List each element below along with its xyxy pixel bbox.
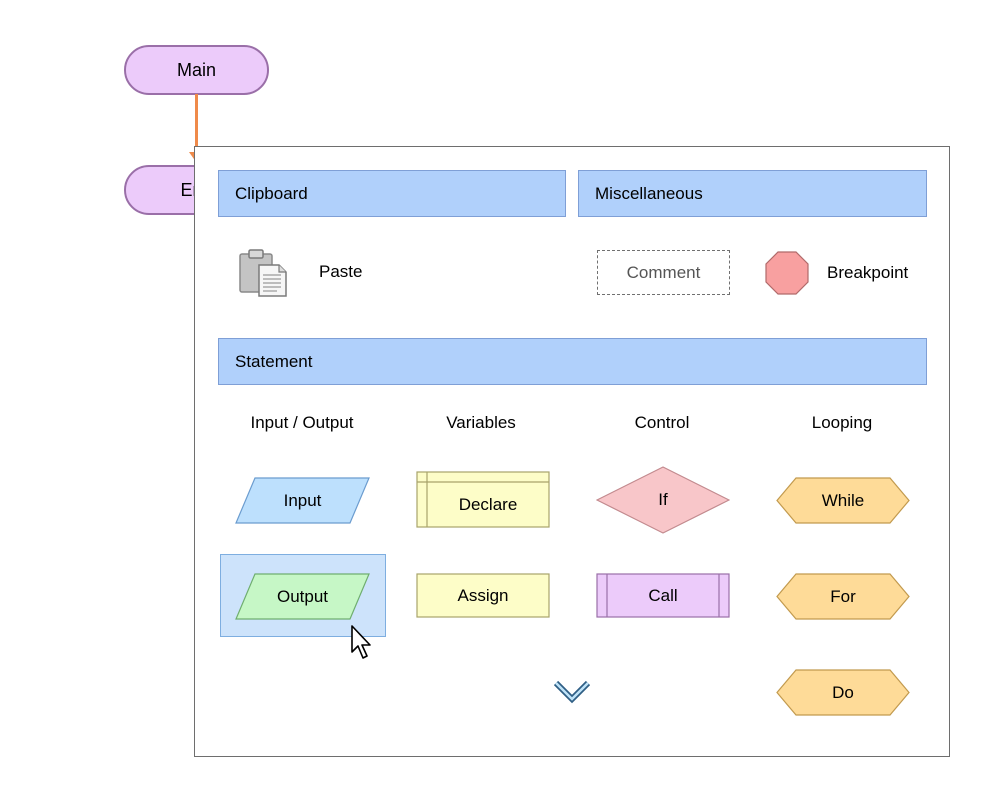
comment-item[interactable]: Comment	[597, 250, 730, 295]
declare-shape	[416, 471, 550, 528]
column-heading-control: Control	[634, 413, 690, 432]
paste-item[interactable]: Paste	[235, 245, 375, 301]
column-heading-looping: Looping	[811, 413, 873, 432]
clipboard-paste-icon	[239, 249, 287, 297]
if-item[interactable]: If	[596, 466, 730, 534]
input-parallelogram	[235, 477, 370, 524]
while-label: While	[821, 490, 865, 510]
while-hexagon	[776, 477, 910, 524]
statement-header-label: Statement	[235, 351, 313, 371]
for-label: For	[830, 586, 856, 606]
for-item[interactable]: For	[776, 573, 910, 620]
if-diamond	[596, 466, 730, 534]
assign-label: Assign	[457, 585, 509, 605]
main-terminal[interactable]: Main	[124, 45, 269, 95]
while-item[interactable]: While	[776, 477, 910, 524]
add-shape-popup: Clipboard Miscellaneous Paste Comment	[194, 146, 950, 757]
for-hexagon	[776, 573, 910, 620]
octagon-breakpoint-icon	[765, 251, 809, 295]
output-parallelogram	[235, 573, 370, 620]
do-label: Do	[832, 682, 854, 702]
declare-label: Declare	[458, 494, 518, 514]
miscellaneous-header: Miscellaneous	[578, 170, 927, 217]
call-label: Call	[648, 585, 678, 605]
do-item[interactable]: Do	[776, 669, 910, 716]
mouse-pointer-icon	[351, 625, 371, 659]
statement-header: Statement	[218, 338, 927, 385]
input-item[interactable]: Input	[235, 477, 370, 524]
chevron-down-icon[interactable]	[554, 680, 590, 704]
breakpoint-item[interactable]: Breakpoint	[765, 249, 925, 297]
column-heading-variables: Variables	[446, 413, 516, 432]
declare-item[interactable]: Declare	[416, 471, 550, 528]
breakpoint-label: Breakpoint	[827, 263, 909, 282]
output-item[interactable]: Output	[235, 573, 370, 620]
call-shape	[596, 573, 730, 618]
clipboard-header-label: Clipboard	[235, 183, 308, 203]
output-label: Output	[276, 586, 329, 606]
input-label: Input	[283, 490, 322, 510]
clipboard-header: Clipboard	[218, 170, 566, 217]
paste-label: Paste	[319, 262, 363, 281]
assign-shape	[416, 573, 550, 618]
call-item[interactable]: Call	[596, 573, 730, 618]
flow-connector	[195, 94, 198, 164]
if-label: If	[658, 490, 668, 509]
assign-item[interactable]: Assign	[416, 573, 550, 618]
miscellaneous-header-label: Miscellaneous	[595, 183, 703, 203]
comment-label: Comment	[626, 262, 701, 282]
main-terminal-label: Main	[176, 59, 216, 80]
column-heading-io: Input / Output	[250, 413, 354, 432]
do-hexagon	[776, 669, 910, 716]
